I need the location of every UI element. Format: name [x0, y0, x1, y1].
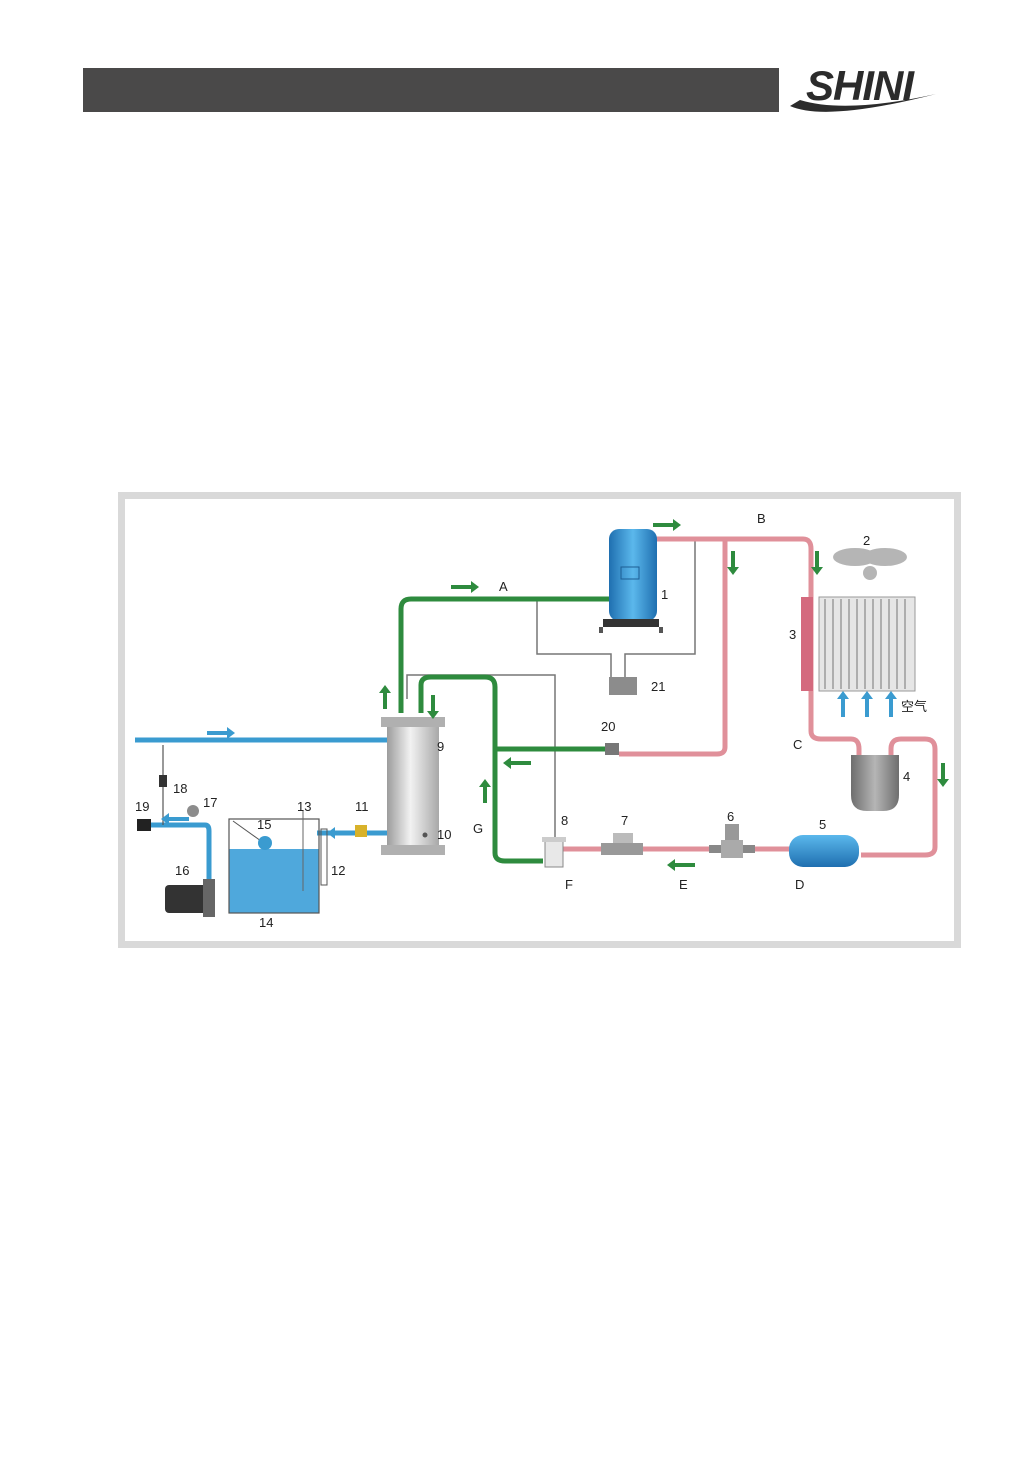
filter-drier — [601, 833, 643, 855]
label-21: 21 — [651, 679, 665, 694]
header-bar — [83, 68, 779, 112]
label-14: 14 — [259, 915, 273, 930]
label-9: 9 — [437, 739, 444, 754]
label-2: 2 — [863, 533, 870, 548]
liquid-receiver — [789, 835, 859, 867]
label-18: 18 — [173, 781, 187, 796]
condenser-coil — [801, 597, 915, 691]
accumulator-tank — [851, 755, 899, 811]
point-f: F — [565, 877, 573, 892]
bypass-valve — [605, 743, 619, 755]
water-pump — [165, 879, 215, 917]
point-b: B — [757, 511, 766, 526]
ball-valve — [159, 775, 167, 787]
diagram-canvas: 1 2 3 4 5 6 7 8 9 10 11 12 13 14 15 16 1… — [125, 499, 954, 941]
evaporator — [381, 717, 445, 855]
water-tank — [229, 811, 327, 913]
label-1: 1 — [661, 587, 668, 602]
label-13: 13 — [297, 799, 311, 814]
point-c: C — [793, 737, 802, 752]
label-16: 16 — [175, 863, 189, 878]
drain-valve — [137, 819, 151, 831]
brand-name: SHINI — [806, 62, 913, 110]
label-6: 6 — [727, 809, 734, 824]
solenoid-valve — [709, 824, 755, 858]
temperature-sensor — [355, 825, 367, 837]
compressor — [599, 529, 663, 633]
label-3: 3 — [789, 627, 796, 642]
label-8: 8 — [561, 813, 568, 828]
label-11: 11 — [355, 799, 369, 814]
label-17: 17 — [203, 795, 217, 810]
point-e: E — [679, 877, 688, 892]
point-d: D — [795, 877, 804, 892]
label-19: 19 — [135, 799, 149, 814]
label-7: 7 — [621, 813, 628, 828]
label-20: 20 — [601, 719, 615, 734]
label-15: 15 — [257, 817, 271, 832]
point-a: A — [499, 579, 508, 594]
chiller-flow-diagram: 1 2 3 4 5 6 7 8 9 10 11 12 13 14 15 16 1… — [118, 492, 961, 948]
label-10: 10 — [437, 827, 451, 842]
label-4: 4 — [903, 769, 910, 784]
pressure-gauge-icon — [187, 805, 199, 817]
label-5: 5 — [819, 817, 826, 832]
pressure-switch — [609, 677, 637, 695]
air-label: 空气 — [901, 699, 927, 714]
label-12: 12 — [331, 863, 345, 878]
expansion-valve — [542, 837, 566, 867]
point-g: G — [473, 821, 483, 836]
condenser-fan-icon — [833, 548, 907, 580]
